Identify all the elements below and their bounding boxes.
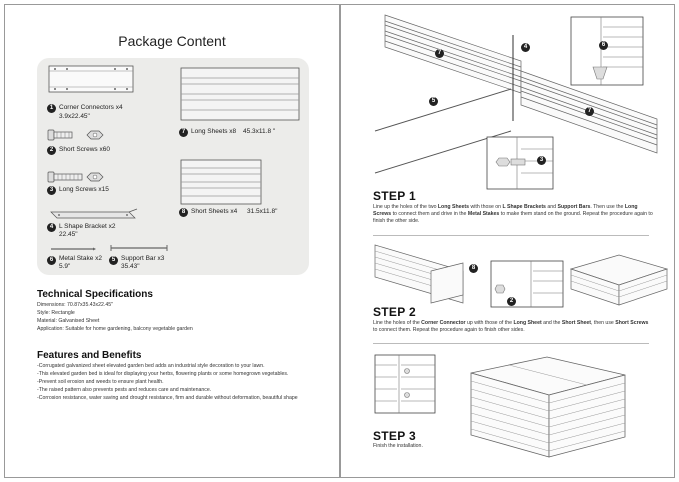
step-text-part: to make them stand on the ground. Repeat…: [373, 211, 653, 224]
step1-text: Line up the holes of the two Long Sheets…: [373, 204, 653, 225]
spec-line: Dimensions: 70.87x35.43x22.45": [37, 302, 113, 308]
item-name: Long Screws x15: [59, 186, 109, 193]
callout-badge: 5: [429, 97, 438, 106]
step3-illustration: [374, 354, 626, 458]
item-dimension: 31.5x11.8": [247, 208, 278, 215]
short-sheet-illustration: [180, 159, 262, 205]
package-content-panel: 1 Corner Connectors x4 3.9x22.45" 2 Shor…: [37, 58, 309, 275]
step1-illustration: [374, 14, 658, 190]
item-number-badge: 1: [47, 104, 56, 113]
step-text-bold: Long Sheets: [437, 204, 470, 210]
tech-spec-heading: Technical Specifications: [37, 289, 153, 300]
callout-badge: 2: [507, 297, 516, 306]
corner-connector-illustration: [48, 65, 134, 93]
page-title: Package Content: [118, 33, 226, 49]
spec-line: Material: Galvanised Sheet: [37, 318, 100, 324]
item-name: L Shape Bracket x2: [59, 223, 116, 230]
step-text-bold: Long Screws: [373, 204, 638, 217]
step-text-part: to connect them. Repeat the procedure ag…: [373, 327, 525, 333]
features-heading: Features and Benefits: [37, 350, 142, 361]
step3-text: Finish the installation.: [373, 443, 423, 449]
step-text-bold: Corner Connector: [421, 320, 466, 326]
feature-line: -Corrugated galvanized sheet elevated ga…: [37, 363, 265, 369]
item-dimension: 35.43": [121, 263, 140, 270]
step-text-part: , then use: [591, 320, 616, 326]
step-text-part: Line up the holes of the two: [373, 204, 438, 210]
step1-title: STEP 1: [373, 189, 416, 203]
step-text-part: with those on: [469, 204, 503, 210]
l-bracket-illustration: [50, 208, 138, 219]
callout-badge: 3: [537, 156, 546, 165]
spec-line: Application: Suitable for home gardening…: [37, 326, 193, 332]
item-number-badge: 5: [109, 256, 118, 265]
callout-badge: 4: [521, 43, 530, 52]
long-screw-illustration: [47, 171, 104, 183]
metal-stake-illustration: [51, 247, 96, 251]
step-text-bold: Metal Stakes: [467, 211, 500, 217]
item-number-badge: 3: [47, 186, 56, 195]
step-text-bold: Short Sheet: [561, 320, 592, 326]
step-text-part: and: [545, 204, 558, 210]
item-dimension: 5.9": [59, 263, 71, 270]
item-name: Long Sheets x8: [191, 128, 237, 135]
item-name: Short Screws x60: [59, 146, 110, 153]
support-bar-illustration: [110, 245, 168, 251]
feature-line: -The raised pattern also prevents pests …: [37, 387, 212, 393]
item-number-badge: 8: [179, 208, 188, 217]
item-number-badge: 6: [47, 256, 56, 265]
short-screw-illustration: [47, 129, 104, 141]
long-sheet-illustration: [180, 67, 300, 121]
item-name: Metal Stake x2: [59, 255, 102, 262]
callout-badge: 6: [599, 41, 608, 50]
callout-badge: 7: [585, 107, 594, 116]
divider: [373, 343, 649, 344]
step-text-bold: L Shape Brackets: [502, 204, 546, 210]
callout-badge: 7: [435, 49, 444, 58]
divider: [373, 235, 649, 236]
item-number-badge: 7: [179, 128, 188, 137]
item-name: Corner Connectors x4: [59, 104, 123, 111]
step3-title: STEP 3: [373, 429, 416, 443]
item-dimension: 45.3x11.8 ": [243, 128, 276, 135]
item-dimension: 3.9x22.45": [59, 113, 90, 120]
feature-line: -Corrosion resistance, water saving and …: [37, 395, 298, 401]
item-number-badge: 4: [47, 223, 56, 232]
callout-badge: 8: [469, 264, 478, 273]
item-dimension: 22.45": [59, 231, 78, 238]
left-page: Package Content 1 Corner Connectors x4 3…: [4, 4, 340, 478]
step-text-part: . Then use the: [590, 204, 625, 210]
step-text-bold: Short Screws: [615, 320, 649, 326]
right-page: 7 4 6 5 7 3 STEP 1 Line up the holes of …: [340, 4, 675, 478]
step-text-bold: Long Sheet: [513, 320, 542, 326]
step-text-part: to connect them and drive in the: [391, 211, 468, 217]
feature-line: -This elevated garden bed is ideal for d…: [37, 371, 289, 377]
feature-line: -Prevent soil erosion and weeds to ensur…: [37, 379, 164, 385]
step-text-part: up with those of the: [465, 320, 514, 326]
step2-text: Line the holes of the Corner Connector u…: [373, 320, 653, 334]
step2-title: STEP 2: [373, 305, 416, 319]
item-name: Support Bar x3: [121, 255, 165, 262]
item-number-badge: 2: [47, 146, 56, 155]
step-text-bold: Support Bars: [557, 204, 591, 210]
spec-line: Style: Rectangle: [37, 310, 75, 316]
item-name: Short Sheets x4: [191, 208, 238, 215]
step-text-part: and the: [541, 320, 562, 326]
step2-illustration: [374, 244, 669, 308]
step-text-part: Line the holes of the: [373, 320, 422, 326]
